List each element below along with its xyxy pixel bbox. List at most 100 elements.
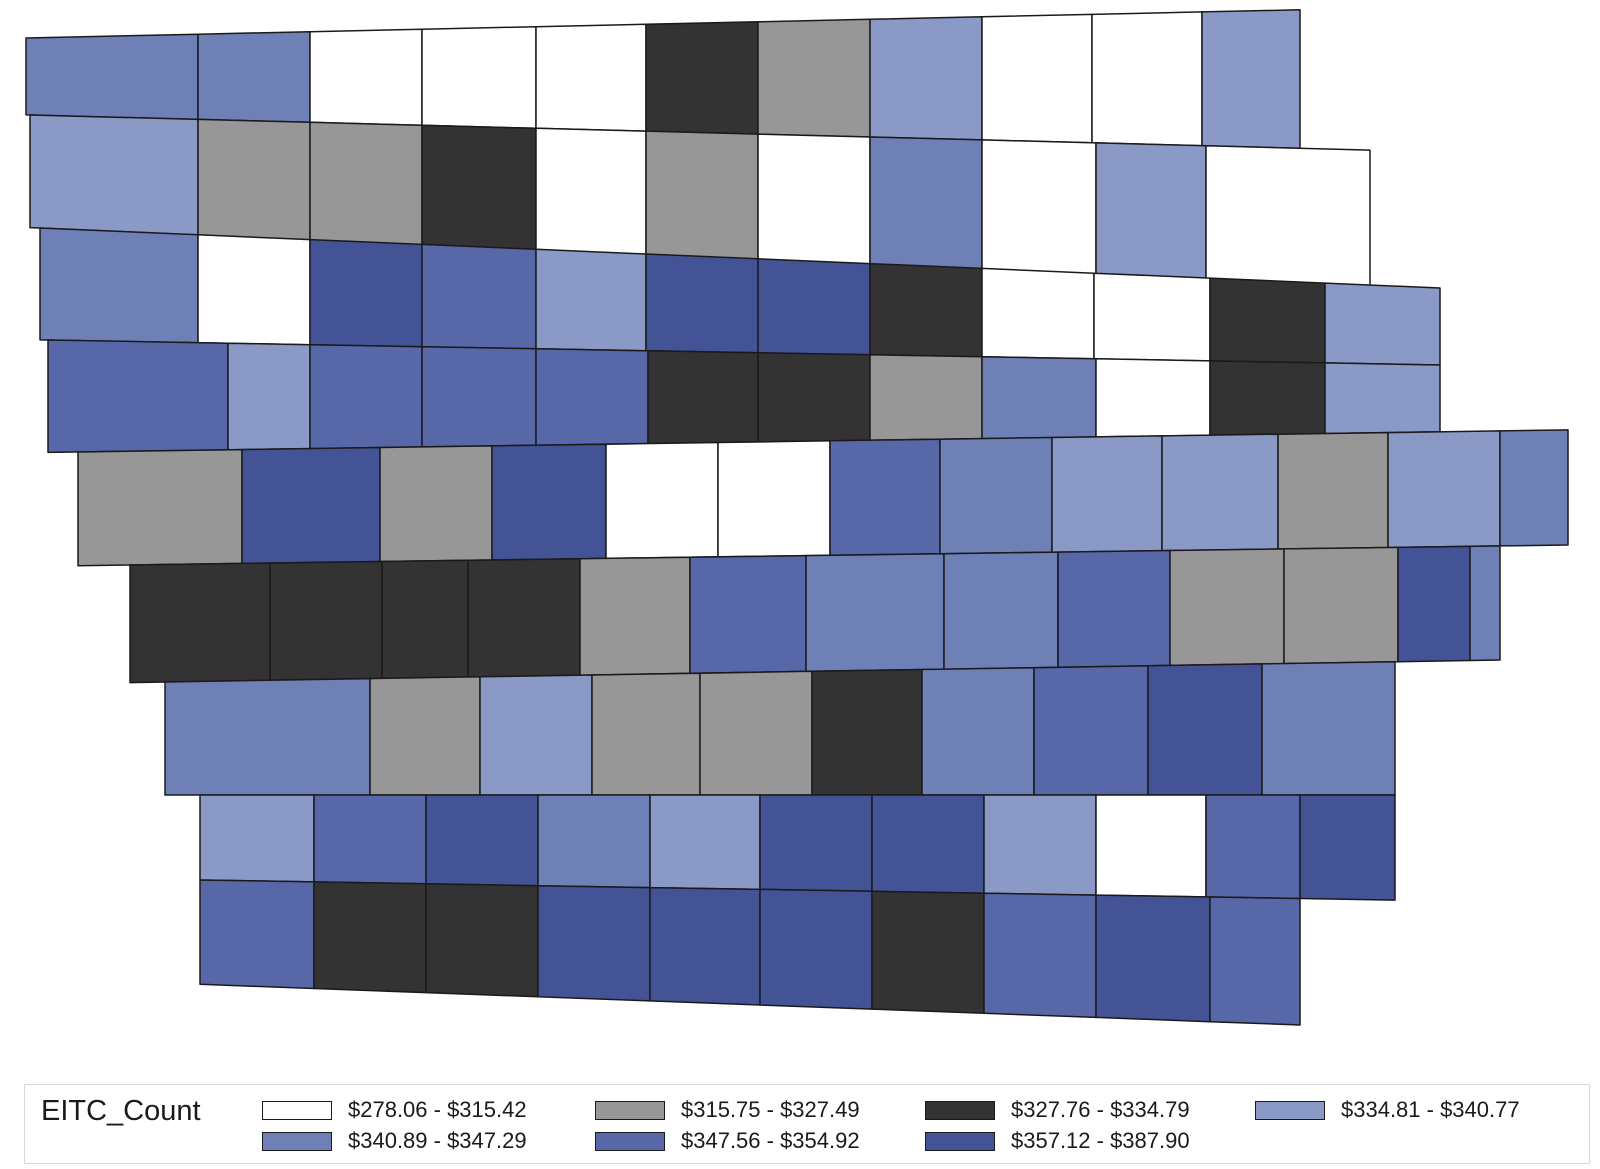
legend-item: $357.12 - $387.90	[925, 1128, 1190, 1154]
county-region	[1201, 9, 1301, 150]
legend-swatch	[925, 1131, 995, 1151]
county-region	[379, 445, 493, 563]
county-region	[871, 890, 985, 1015]
county-region	[1095, 894, 1211, 1023]
legend-item: $347.56 - $354.92	[595, 1128, 860, 1154]
legend-swatch	[262, 1131, 332, 1151]
county-region	[757, 133, 871, 266]
county-region	[869, 354, 983, 441]
county-region	[421, 345, 537, 448]
county-region	[77, 448, 243, 567]
county-region	[579, 556, 691, 676]
county-region	[269, 560, 383, 682]
county-region	[757, 18, 871, 138]
legend-swatch	[262, 1100, 332, 1120]
county-region	[467, 557, 581, 678]
legend-label: $357.12 - $387.90	[1011, 1128, 1190, 1153]
county-region	[981, 139, 1097, 276]
county-region	[29, 114, 199, 236]
county-region	[227, 342, 311, 451]
county-region	[981, 13, 1093, 144]
county-region	[757, 258, 871, 356]
county-region	[425, 794, 539, 887]
county-region	[1057, 549, 1171, 669]
county-region	[717, 440, 831, 558]
county-region	[649, 886, 761, 1006]
county-region	[479, 674, 593, 796]
county-region	[1209, 896, 1301, 1026]
county-region	[869, 16, 983, 141]
county-region	[199, 794, 315, 883]
legend-item: $334.81 - $340.77	[1255, 1097, 1520, 1123]
legend-swatch	[595, 1100, 665, 1120]
county-region	[1387, 430, 1501, 549]
county-region	[1299, 794, 1396, 901]
legend-label: $278.06 - $315.42	[348, 1097, 527, 1122]
county-region	[309, 121, 423, 246]
county-region	[197, 234, 311, 346]
county-region	[943, 551, 1059, 670]
county-region	[699, 670, 813, 796]
county-region	[535, 23, 647, 132]
county-region	[759, 794, 873, 893]
county-region	[1324, 362, 1441, 435]
county-region	[421, 243, 537, 350]
county-region	[1095, 358, 1211, 438]
county-region	[25, 33, 199, 121]
county-region	[1095, 794, 1207, 898]
county-region	[309, 343, 423, 450]
county-region	[381, 559, 469, 680]
county-region	[983, 794, 1097, 896]
legend-label: $327.76 - $334.79	[1011, 1097, 1190, 1122]
county-region	[1261, 660, 1396, 796]
county-region	[309, 238, 423, 348]
county-region	[537, 794, 651, 889]
county-region	[309, 28, 423, 127]
legend-item: $327.76 - $334.79	[925, 1097, 1190, 1123]
map-legend: EITC_Count $278.06 - $315.42 $315.75 - $3…	[24, 1084, 1590, 1164]
county-region	[921, 666, 1035, 796]
county-region	[647, 350, 759, 445]
county-region	[1205, 794, 1301, 900]
county-region	[645, 253, 759, 354]
county-region	[1033, 665, 1149, 796]
county-region	[983, 892, 1097, 1019]
county-regions	[25, 9, 1569, 1026]
county-region	[1161, 433, 1279, 552]
county-region	[1051, 435, 1163, 553]
county-region	[645, 130, 759, 261]
county-region	[1469, 545, 1501, 662]
county-region	[425, 883, 539, 998]
legend-item: $340.89 - $347.29	[262, 1128, 527, 1154]
county-region	[47, 339, 229, 454]
legend-swatch	[925, 1100, 995, 1120]
county-region	[605, 441, 719, 560]
county-region	[39, 227, 199, 344]
county-region	[1397, 545, 1471, 663]
county-region	[1324, 282, 1441, 366]
county-region	[805, 552, 945, 673]
county-region	[535, 127, 647, 256]
legend-item: $315.75 - $327.49	[595, 1097, 860, 1123]
legend-label: $334.81 - $340.77	[1341, 1097, 1520, 1122]
county-region	[164, 677, 371, 796]
county-region	[313, 794, 427, 885]
county-region	[757, 352, 871, 443]
county-region	[591, 672, 701, 796]
county-region	[1093, 272, 1211, 362]
iowa-county-choropleth-map	[25, 9, 1569, 1026]
county-region	[1277, 431, 1389, 550]
county-region	[981, 356, 1097, 440]
county-region	[1209, 360, 1326, 436]
county-region	[981, 267, 1095, 360]
county-region	[369, 676, 481, 796]
county-region	[869, 262, 983, 358]
county-region	[197, 30, 311, 124]
county-region	[1499, 429, 1569, 547]
county-region	[491, 443, 607, 561]
legend-title: EITC_Count	[41, 1095, 201, 1127]
county-region	[537, 884, 651, 1002]
county-region	[1205, 145, 1371, 288]
county-region	[871, 794, 985, 894]
county-region	[1091, 11, 1203, 147]
